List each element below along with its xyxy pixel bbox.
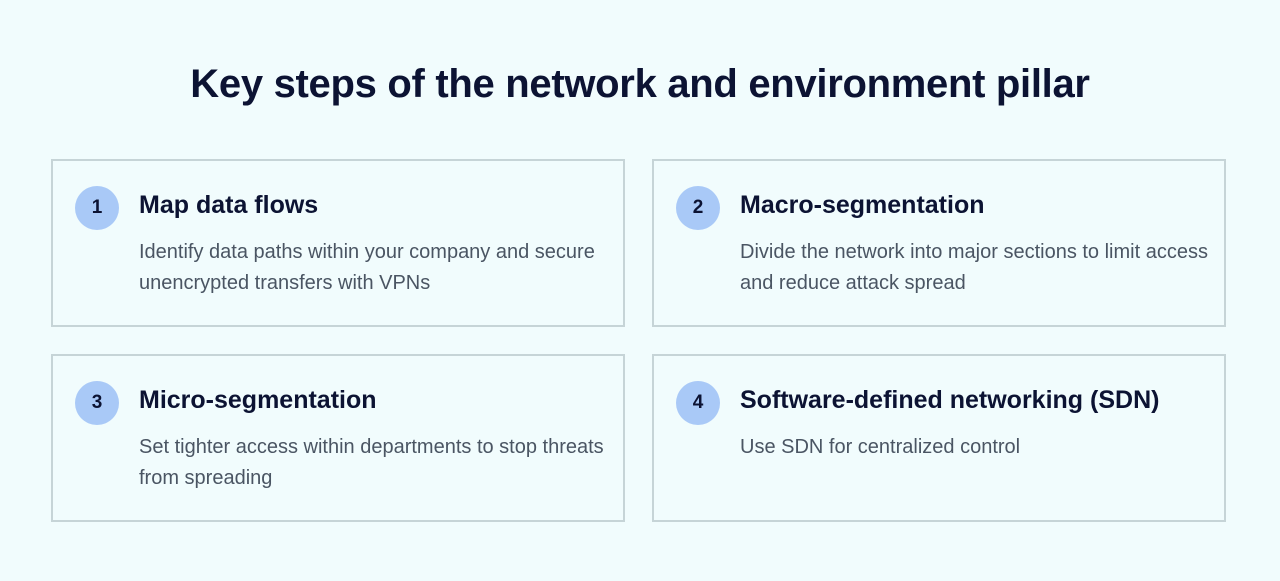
step-heading: Macro-segmentation	[740, 191, 985, 219]
step-description: Divide the network into major sections t…	[740, 241, 1208, 294]
step-card-3: 3 Micro-segmentation Set tighter access …	[51, 354, 625, 522]
step-number-badge: 4	[676, 381, 720, 425]
step-description: Identify data paths within your company …	[139, 241, 595, 294]
step-heading: Software-defined networking (SDN)	[740, 386, 1160, 414]
step-number-badge: 2	[676, 186, 720, 230]
step-card-2: 2 Macro-segmentation Divide the network …	[652, 159, 1226, 327]
step-description: Use SDN for centralized control	[740, 436, 1021, 458]
page-title: Key steps of the network and environment…	[190, 62, 1090, 106]
step-card-4: 4 Software-defined networking (SDN) Use …	[652, 354, 1226, 522]
step-card-1: 1 Map data flows Identify data paths wit…	[51, 159, 625, 327]
step-number-badge: 1	[75, 186, 119, 230]
step-heading: Micro-segmentation	[139, 386, 377, 414]
step-description: Set tighter access within departments to…	[139, 436, 604, 489]
step-number-badge: 3	[75, 381, 119, 425]
step-heading: Map data flows	[139, 191, 319, 219]
